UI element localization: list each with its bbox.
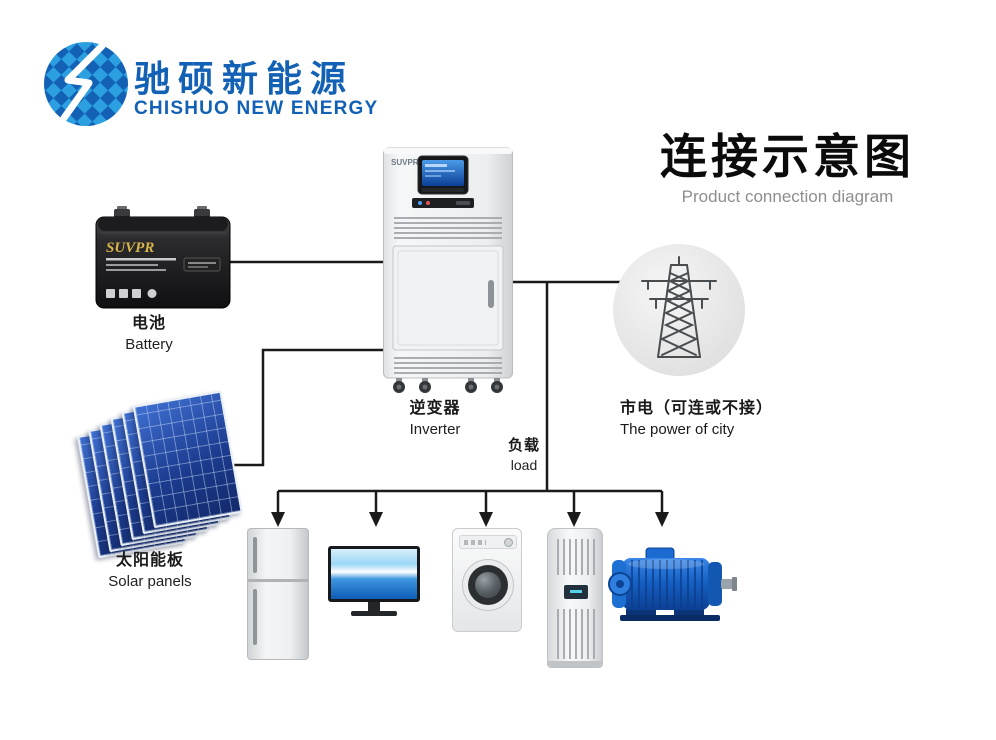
transmission-tower-icon <box>641 256 717 358</box>
wire-solar-to-inverter <box>228 348 392 467</box>
washer-door-glass <box>475 572 501 598</box>
load-label-en: load <box>510 456 538 473</box>
air-conditioner-image <box>547 528 603 668</box>
load-label-cn: 负载 <box>507 437 540 454</box>
battery-brand-text: SUVPR <box>106 240 154 256</box>
battery-image: SUVPR <box>95 206 231 309</box>
solar-panels-image <box>77 390 254 559</box>
motor-cooling-fins <box>631 560 703 608</box>
monitor-image <box>328 546 420 618</box>
brand-logo-icon <box>44 42 128 126</box>
brand-name-en: CHISHUO NEW ENERGY <box>134 98 379 119</box>
inverter-wheels <box>393 378 503 393</box>
arrow-down-icon <box>271 512 285 527</box>
arrow-down-icon <box>655 512 669 527</box>
washer-knob <box>504 538 513 547</box>
washer-detergent-drawer <box>464 540 486 545</box>
load-label: 负载 load <box>501 436 547 474</box>
washer-door-ring <box>468 565 508 605</box>
inverter-label: 逆变器 Inverter <box>375 399 495 439</box>
logo-lightning-icon <box>60 42 106 122</box>
arrow-down-icon <box>567 512 581 527</box>
ac-vent <box>557 609 595 659</box>
page-title: 连接示意图 <box>660 130 915 183</box>
fridge-handle <box>253 589 257 645</box>
inverter-brand-text: SUVPR <box>391 158 419 167</box>
motor-base <box>620 615 720 621</box>
battery-certification-icons <box>106 289 157 298</box>
monitor-screen <box>328 546 420 602</box>
motor-end-shield <box>708 562 722 606</box>
inverter-label-en: Inverter <box>409 420 461 438</box>
battery-label-en: Battery <box>125 335 173 353</box>
grid-label-cn: 市电（可连或不接） <box>620 400 774 417</box>
arrow-down-icon <box>479 512 493 527</box>
arrow-down-icon <box>369 512 383 527</box>
arrowheads <box>271 512 669 527</box>
monitor-base <box>351 611 397 616</box>
washer-door <box>462 559 514 611</box>
battery-label: 电池 Battery <box>94 314 204 354</box>
wire-group <box>224 260 664 513</box>
grid-label-en: The power of city <box>620 420 735 438</box>
solar-panel-stack <box>74 389 257 563</box>
grid-tower-image <box>613 244 745 376</box>
inverter-control-strip <box>412 198 474 208</box>
inverter-label-cn: 逆变器 <box>409 400 461 417</box>
motor-foot <box>626 608 656 617</box>
motor-shaft <box>721 579 733 589</box>
grid-label: 市电（可连或不接） The power of city <box>620 399 830 439</box>
solar-label-cn: 太阳能板 <box>115 552 184 569</box>
fridge-door-divider <box>248 579 308 582</box>
inverter-image: SUVPR <box>383 147 513 393</box>
inverter-door <box>392 245 504 351</box>
ac-display <box>564 585 588 599</box>
fridge-handle <box>253 537 257 573</box>
motor-image <box>608 547 737 621</box>
page-subtitle: Product connection diagram <box>681 187 894 206</box>
battery-label-cn: 电池 <box>131 315 166 332</box>
solar-label-en: Solar panels <box>108 572 192 590</box>
ac-base <box>548 661 602 667</box>
inverter-door-handle <box>488 280 494 308</box>
monitor-neck <box>368 602 380 611</box>
inverter-upper-grille <box>394 217 502 239</box>
solar-label: 太阳能板 Solar panels <box>85 551 215 591</box>
washing-machine-image <box>452 528 522 632</box>
brand-name-cn: 驰硕新能源 <box>134 58 355 99</box>
inverter-lower-grille <box>394 357 502 374</box>
refrigerator-image <box>247 528 309 660</box>
ac-vent <box>557 539 595 575</box>
tower-circle-bg <box>613 244 745 376</box>
washer-control-panel <box>459 535 517 549</box>
motor-foot <box>674 608 704 617</box>
